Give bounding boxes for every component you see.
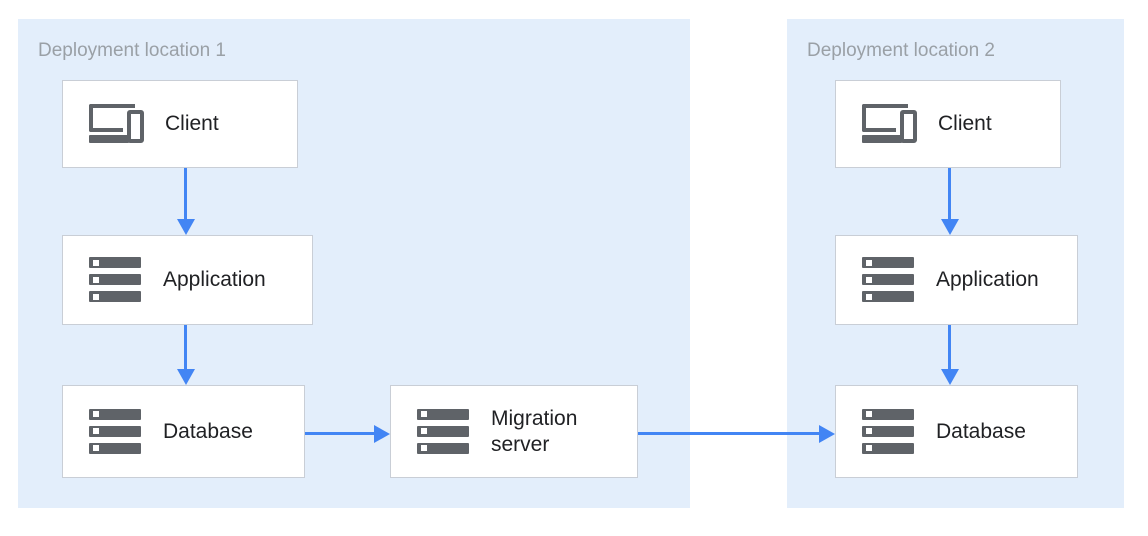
arrow-head-down-icon (940, 219, 959, 235)
server-rack-icon (89, 408, 141, 455)
node-icon-wrapper (862, 102, 917, 146)
server-rack-icon-bar (89, 257, 141, 268)
node-label-migration: Migration server (491, 406, 578, 456)
node-icon-wrapper (417, 408, 469, 455)
server-rack-icon-led (866, 276, 872, 283)
node-icon-wrapper (862, 257, 914, 303)
server-rack-icon-led (421, 445, 427, 451)
server-rack-icon-led (421, 428, 427, 434)
server-rack-icon-led (93, 293, 99, 300)
server-rack-icon (862, 408, 914, 455)
server-rack-icon-led (866, 411, 872, 417)
server-rack-icon-led (93, 259, 99, 266)
server-rack-icon-led (866, 293, 872, 300)
server-rack-icon-bar (862, 425, 914, 437)
node-icon-wrapper (862, 408, 914, 455)
arrow-head-right-icon (374, 424, 390, 443)
node-app-2[interactable]: Application (835, 235, 1078, 325)
node-migration[interactable]: Migration server (390, 385, 638, 478)
server-rack-icon-bar (89, 274, 141, 285)
node-label-db-1: Database (163, 419, 253, 443)
node-client-2[interactable]: Client (835, 80, 1061, 168)
server-rack-icon-bar (417, 442, 469, 454)
server-rack-icon-bar (89, 442, 141, 454)
node-db-1[interactable]: Database (62, 385, 305, 478)
arrow-head-right-icon (819, 424, 835, 443)
client-devices-icon-part-mon (862, 104, 896, 132)
client-devices-icon (89, 102, 144, 146)
server-rack-icon-led (866, 259, 872, 266)
server-rack-icon-bar (862, 291, 914, 302)
arrow-head-down-icon (176, 219, 195, 235)
client-devices-icon-part-phone (127, 110, 144, 143)
client-devices-icon-part-montop (119, 104, 135, 108)
server-rack-icon-bar (417, 425, 469, 437)
connector-shaft (305, 432, 376, 435)
node-icon-wrapper (89, 257, 141, 303)
connector-shaft (638, 432, 821, 435)
connector-shaft (948, 168, 951, 221)
node-label-app-2: Application (936, 268, 1039, 291)
client-devices-icon-part-phone (900, 110, 917, 143)
server-rack-icon-led (93, 411, 99, 417)
connector-shaft (948, 325, 951, 371)
server-rack-icon-led (93, 445, 99, 451)
client-devices-icon-part-base (89, 135, 129, 143)
node-label-client-2: Client (938, 112, 992, 135)
connector-shaft (184, 325, 187, 371)
arrow-head-down-icon (940, 369, 959, 385)
server-rack-icon-led (93, 428, 99, 434)
client-devices-icon-part-montop (892, 104, 908, 108)
server-rack-icon-led (421, 411, 427, 417)
server-rack-icon-bar (862, 442, 914, 454)
server-rack-icon-led (93, 276, 99, 283)
server-rack-icon-bar (862, 257, 914, 268)
server-rack-icon-bar (862, 274, 914, 285)
server-rack-icon-bar (862, 408, 914, 420)
node-label-client-1: Client (165, 112, 219, 135)
server-rack-icon (417, 408, 469, 455)
node-label-db-2: Database (936, 419, 1026, 443)
zone-label-location-2: Deployment location 2 (807, 40, 995, 61)
client-devices-icon-part-mon (89, 104, 123, 132)
server-rack-icon (862, 257, 914, 303)
node-client-1[interactable]: Client (62, 80, 298, 168)
server-rack-icon-bar (89, 291, 141, 302)
server-rack-icon-bar (417, 408, 469, 420)
arrow-head-down-icon (176, 369, 195, 385)
client-devices-icon-part-base (862, 135, 902, 143)
server-rack-icon-led (866, 428, 872, 434)
node-icon-wrapper (89, 102, 144, 146)
connector-shaft (184, 168, 187, 221)
server-rack-icon-bar (89, 425, 141, 437)
node-label-app-1: Application (163, 268, 266, 291)
server-rack-icon (89, 257, 141, 303)
node-db-2[interactable]: Database (835, 385, 1078, 478)
zone-label-location-1: Deployment location 1 (38, 40, 226, 61)
server-rack-icon-bar (89, 408, 141, 420)
client-devices-icon (862, 102, 917, 146)
node-icon-wrapper (89, 408, 141, 455)
server-rack-icon-led (866, 445, 872, 451)
node-app-1[interactable]: Application (62, 235, 313, 325)
